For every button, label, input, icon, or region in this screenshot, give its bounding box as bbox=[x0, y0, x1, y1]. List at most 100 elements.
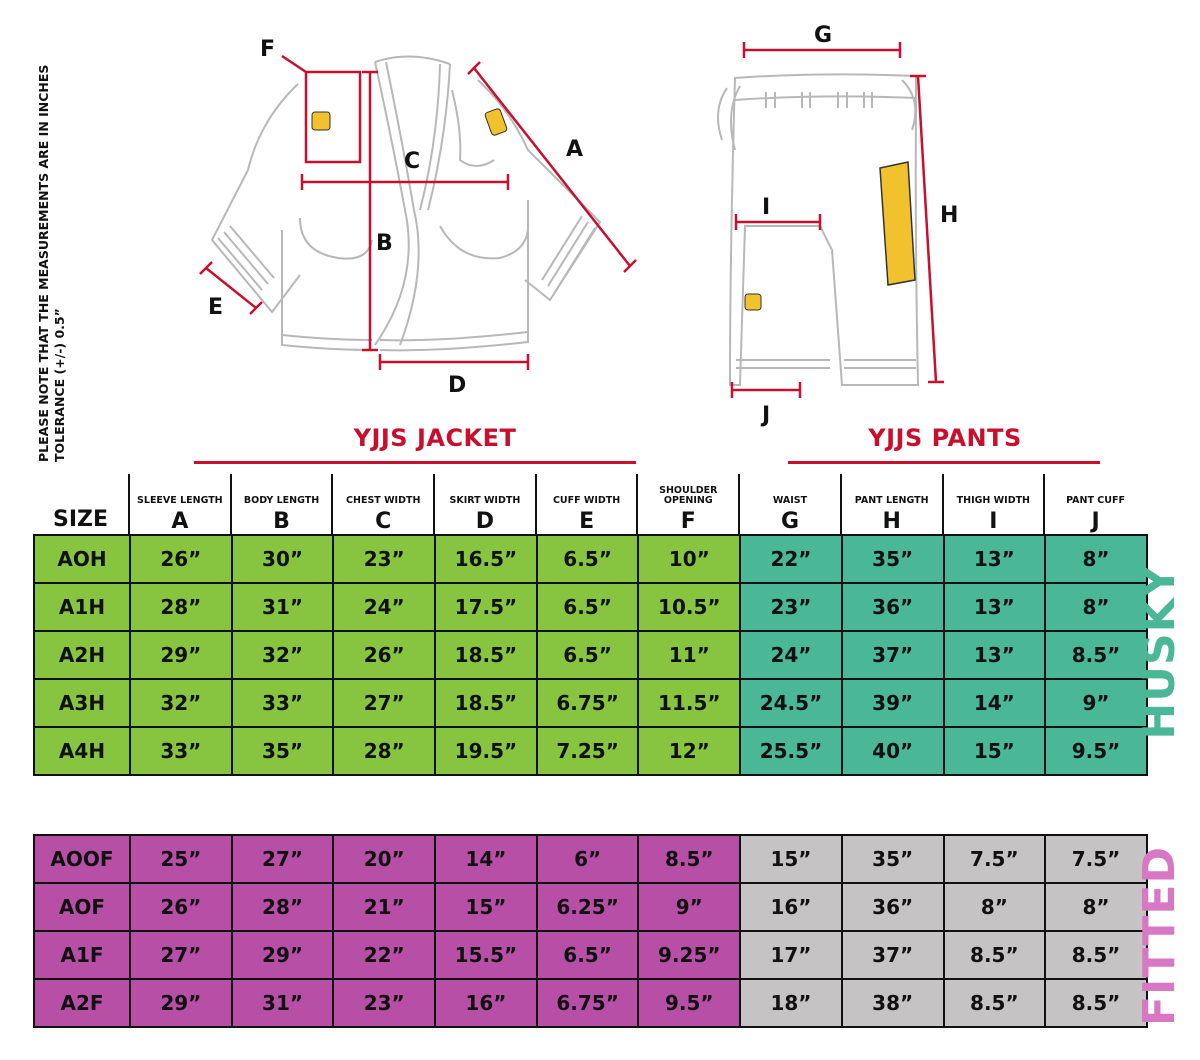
column-label: BODY LENGTH bbox=[243, 495, 320, 506]
measurement-cell-i: 8.5” bbox=[942, 978, 1047, 1028]
measurement-cell-j: 8.5” bbox=[1044, 978, 1148, 1028]
pants-small-logo bbox=[744, 293, 762, 311]
column-header-d: SKIRT WIDTH D bbox=[433, 474, 537, 540]
pants-section-rule bbox=[788, 461, 1100, 464]
column-label: CHEST WIDTH bbox=[346, 495, 421, 506]
measurement-cell-a: 26” bbox=[129, 534, 233, 584]
measurement-cell-c: 27” bbox=[332, 678, 437, 728]
measurement-cell-f: 11” bbox=[637, 630, 742, 680]
measurement-cell-j: 8” bbox=[1044, 882, 1148, 932]
size-cell: A3H bbox=[33, 678, 131, 728]
measurement-cell-f: 10” bbox=[637, 534, 742, 584]
measurement-cell-c: 22” bbox=[332, 930, 437, 980]
jacket-section-rule bbox=[194, 461, 636, 464]
diagram-letter-a: A bbox=[566, 137, 583, 162]
measurement-cell-e: 6.25” bbox=[535, 882, 640, 932]
measurement-lines bbox=[199, 42, 944, 398]
measurement-cell-h: 37” bbox=[840, 630, 945, 680]
measurement-cell-c: 23” bbox=[332, 534, 437, 584]
measurement-cell-i: 7.5” bbox=[942, 834, 1047, 884]
measurement-cell-f: 12” bbox=[637, 726, 742, 776]
measurement-cell-b: 33” bbox=[230, 678, 335, 728]
fitted-label: FITTED bbox=[1134, 845, 1185, 1027]
measurement-cell-g: 15” bbox=[739, 834, 843, 884]
column-letter: I bbox=[989, 509, 998, 534]
jacket-section-title: YJJS JACKET bbox=[353, 424, 517, 452]
measurement-cell-c: 28” bbox=[332, 726, 437, 776]
size-cell: A1F bbox=[33, 930, 131, 980]
size-cell: A2F bbox=[33, 978, 131, 1028]
husky-label: HUSKY bbox=[1134, 564, 1185, 740]
measurement-cell-g: 23” bbox=[739, 582, 843, 632]
measurement-cell-f: 9.25” bbox=[637, 930, 742, 980]
measurement-cell-h: 35” bbox=[840, 834, 945, 884]
measurement-cell-b: 35” bbox=[230, 726, 335, 776]
column-label: SKIRT WIDTH bbox=[449, 495, 521, 506]
jacket-drawing bbox=[210, 55, 602, 352]
measurement-cell-d: 18.5” bbox=[434, 630, 538, 680]
measurement-cell-j: 8” bbox=[1044, 534, 1148, 584]
measurement-cell-a: 33” bbox=[129, 726, 233, 776]
column-letter: H bbox=[882, 509, 901, 534]
measurement-cell-b: 27” bbox=[230, 834, 335, 884]
measurement-cell-d: 17.5” bbox=[434, 582, 538, 632]
column-header-i: THIGH WIDTH I bbox=[941, 474, 1046, 540]
measurement-cell-g: 25.5” bbox=[739, 726, 843, 776]
diagram-letter-g: G bbox=[814, 23, 832, 48]
jacket-logo-shoulder bbox=[484, 108, 508, 136]
measurement-cell-b: 31” bbox=[230, 978, 335, 1028]
diagram-letter-c: C bbox=[404, 149, 420, 174]
column-label: THIGH WIDTH bbox=[956, 495, 1031, 506]
measurement-cell-f: 8.5” bbox=[637, 834, 742, 884]
measurement-cell-j: 8.5” bbox=[1044, 930, 1148, 980]
measurement-cell-b: 31” bbox=[230, 582, 335, 632]
measurement-cell-i: 13” bbox=[942, 582, 1047, 632]
column-header-c: CHEST WIDTH C bbox=[331, 474, 436, 540]
measurement-cell-d: 16.5” bbox=[434, 534, 538, 584]
measurement-note-line1: PLEASE NOTE THAT THE MEASUREMENTS ARE IN… bbox=[36, 64, 51, 462]
measurement-cell-f: 9” bbox=[637, 882, 742, 932]
measurement-cell-e: 6.75” bbox=[535, 978, 640, 1028]
measurement-cell-j: 9” bbox=[1044, 678, 1148, 728]
column-label: PANT LENGTH bbox=[854, 495, 929, 506]
column-label: SHOULDER OPENING bbox=[659, 485, 718, 506]
measurement-cell-a: 32” bbox=[129, 678, 233, 728]
measurement-cell-b: 32” bbox=[230, 630, 335, 680]
measurement-cell-d: 14” bbox=[434, 834, 538, 884]
column-label: WAIST bbox=[772, 495, 808, 506]
measurement-cell-i: 13” bbox=[942, 534, 1047, 584]
column-letter: D bbox=[475, 509, 495, 534]
diagram-letter-i: I bbox=[762, 195, 770, 220]
measurement-cell-d: 18.5” bbox=[434, 678, 538, 728]
pants-drawing bbox=[717, 73, 920, 386]
diagram-letter-b: B bbox=[376, 231, 393, 256]
measurement-cell-h: 36” bbox=[840, 582, 945, 632]
measurement-cell-i: 14” bbox=[942, 678, 1047, 728]
measurement-cell-j: 9.5” bbox=[1044, 726, 1148, 776]
size-cell: AOH bbox=[33, 534, 131, 584]
column-letter: G bbox=[780, 509, 799, 534]
measurement-cell-d: 15” bbox=[434, 882, 538, 932]
measurement-cell-c: 26” bbox=[332, 630, 437, 680]
measurement-cell-h: 36” bbox=[840, 882, 945, 932]
pants-section-title: YJJS PANTS bbox=[868, 424, 1022, 452]
measurement-cell-g: 24.5” bbox=[739, 678, 843, 728]
measurement-cell-g: 16” bbox=[739, 882, 843, 932]
measurement-cell-f: 10.5” bbox=[637, 582, 742, 632]
measurement-cell-j: 8” bbox=[1044, 582, 1148, 632]
measurement-cell-e: 6.5” bbox=[535, 582, 640, 632]
measurement-cell-d: 15.5” bbox=[434, 930, 538, 980]
measurement-cell-g: 17” bbox=[739, 930, 843, 980]
column-letter: C bbox=[375, 509, 392, 534]
